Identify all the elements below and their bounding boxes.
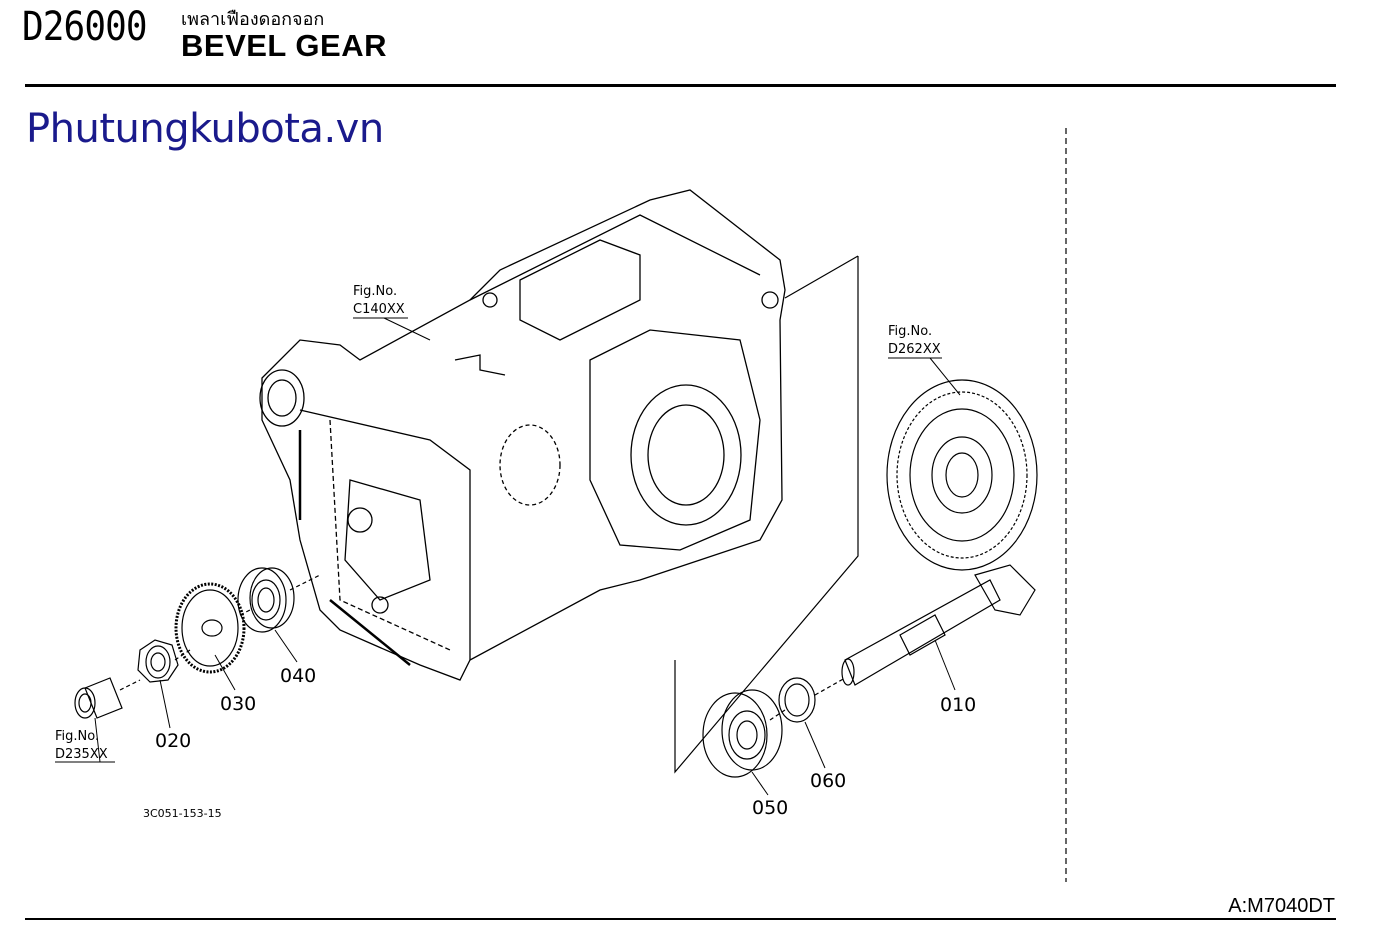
callout-020: 020 <box>155 730 191 752</box>
part-code: D26000 <box>22 4 148 50</box>
bearing-050 <box>702 689 783 778</box>
callout-030: 030 <box>220 693 256 715</box>
figref-d235-line2: D235XX <box>55 747 108 762</box>
gear-case-housing <box>259 189 786 681</box>
figref-c140-line2: C140XX <box>353 302 405 317</box>
header-rule <box>25 84 1336 87</box>
figref-c140-line1: Fig.No. <box>353 284 397 299</box>
callout-060: 060 <box>810 770 846 792</box>
pinion-shaft-010 <box>841 564 1036 686</box>
model-code: A:M7040DT <box>1228 895 1335 917</box>
callout-010: 010 <box>940 694 976 716</box>
bearing-040 <box>237 567 295 633</box>
callout-040: 040 <box>280 665 316 687</box>
washer-060 <box>778 677 816 723</box>
figref-d262-line2: D262XX <box>888 342 941 357</box>
nut-020 <box>137 639 179 683</box>
footer-rule <box>25 918 1336 920</box>
bevel-gear-d262 <box>886 379 1038 571</box>
figref-d262-line1: Fig.No. <box>888 324 932 339</box>
watermark-brand: Phutungkubota.vn <box>26 106 384 152</box>
ring-gear-030 <box>174 582 246 674</box>
drawing-reference: 3C051-153-15 <box>143 807 222 820</box>
callout-050: 050 <box>752 797 788 819</box>
collar-d235 <box>74 677 123 719</box>
figref-d235-line1: Fig.No. <box>55 729 99 744</box>
assembly-frame <box>674 256 859 774</box>
page-title: BEVEL GEAR <box>181 28 387 63</box>
title-thai: เพลาเฟืองดอกจอก <box>181 9 325 30</box>
